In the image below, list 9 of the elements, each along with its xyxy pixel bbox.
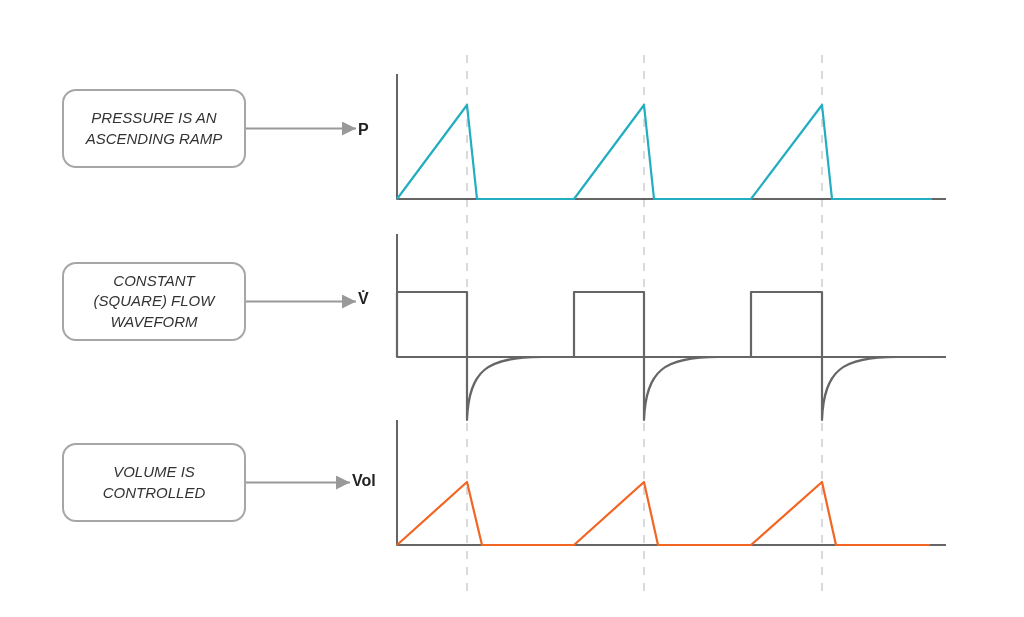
axis-label: P [358, 121, 369, 139]
axis-label: V̇ [358, 290, 369, 308]
arrow [245, 475, 351, 490]
axis-label: Vol [352, 472, 376, 490]
text-box: VOLUME IS CONTROLLED [62, 443, 246, 522]
text-box: CONSTANT (SQUARE) FLOW WAVEFORM [62, 262, 246, 341]
text-box: PRESSURE IS AN ASCENDING RAMP [62, 89, 246, 168]
arrow [245, 121, 357, 136]
arrow [245, 294, 357, 309]
